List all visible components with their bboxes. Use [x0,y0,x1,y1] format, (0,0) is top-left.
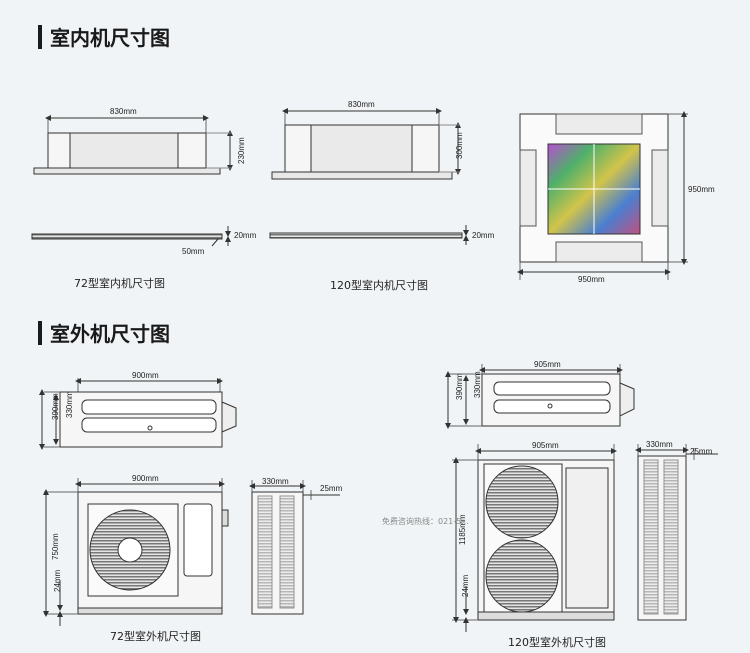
dim-in120-panel-h: 20mm [472,231,495,240]
dim-out72-top-width: 900mm [132,371,159,380]
dim-out72-top-d1: 390mm [51,393,60,420]
caption-outdoor-72: 72型室外机尺寸图 [110,629,201,643]
outdoor-72-top-view [39,378,237,450]
dim-in72-panel-w: 50mm [182,247,205,256]
dim-out120-front-height: 1185mm [458,514,467,545]
title-bar [38,24,42,49]
dim-out120-side-width: 330mm [646,440,673,449]
dim-cassette-width: 950mm [578,275,605,284]
indoor-title-text: 室内机尺寸图 [50,26,170,50]
outdoor-120-front-view [452,444,617,632]
dim-out120-top-d2: 330mm [473,371,482,398]
dim-out72-foot: 24mm [53,569,62,592]
outdoor-72-side-view [249,480,340,615]
dim-in72-height: 230mm [237,137,246,164]
dim-cassette-height: 950mm [688,185,715,194]
dim-in120-height: 300mm [455,132,464,159]
outdoor-72-front-view [43,478,229,626]
indoor-120-unit [269,108,469,245]
dim-out72-front-width: 900mm [132,474,159,483]
dim-out120-side-offset: 25mm [690,447,713,456]
watermark: 免费咨询热线：021-5... [382,516,469,526]
indoor-72-unit [31,115,233,247]
dim-out120-top-d1: 390mm [455,373,464,400]
dim-out120-foot: 24mm [461,574,470,597]
outdoor-title-text: 室外机尺寸图 [50,322,170,346]
outdoor-120-top-view [445,364,635,429]
cassette-unit [517,111,688,280]
outdoor-section-title: 室外机尺寸图 [38,318,170,347]
indoor-section-title: 室内机尺寸图 [38,22,170,51]
caption-outdoor-120: 120型室外机尺寸图 [508,635,606,649]
dim-in72-width: 830mm [110,107,137,116]
caption-indoor-72: 72型室内机尺寸图 [74,276,165,290]
dim-out72-front-height: 750mm [51,533,60,560]
dim-out120-top-width: 905mm [534,360,561,369]
dim-out72-top-d2: 330mm [65,391,74,418]
outdoor-120-side-view [635,444,718,621]
caption-indoor-120: 120型室内机尺寸图 [330,278,428,292]
dim-out120-front-width: 905mm [532,441,559,450]
dim-in120-width: 830mm [348,100,375,109]
dim-out72-side-offset: 25mm [320,484,343,493]
dim-out72-side-width: 330mm [262,477,289,486]
dim-in72-panel-h: 20mm [234,231,257,240]
title-bar [38,320,42,345]
